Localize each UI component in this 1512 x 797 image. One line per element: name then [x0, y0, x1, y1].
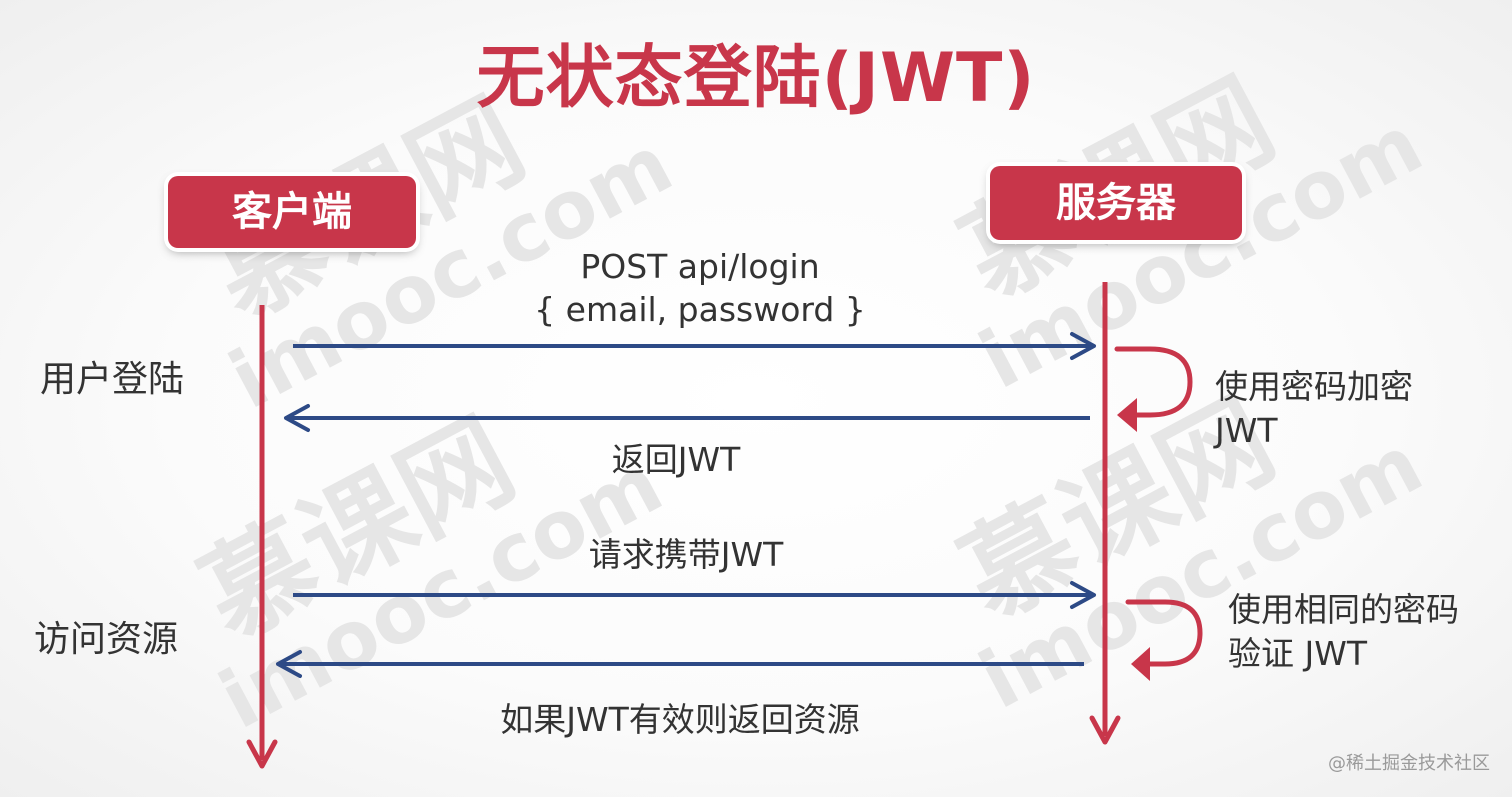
login-response-label: 返回JWT	[611, 440, 741, 479]
sign-jwt-note: 使用密码加密 JWT	[1215, 365, 1413, 453]
login-request-label-line1: POST api/login	[580, 247, 820, 286]
login-request-arrow	[293, 332, 1096, 360]
phase-access-label: 访问资源	[34, 619, 179, 660]
source-credit: @稀土掘金技术社区	[1328, 753, 1490, 774]
client-actor-box: 客户端	[168, 176, 416, 248]
server-lifeline	[1089, 282, 1121, 745]
login-response-arrow	[284, 404, 1090, 432]
page-title: 无状态登陆(JWT)	[476, 39, 1036, 118]
access-request-label: 请求携带JWT	[588, 535, 784, 574]
verify-jwt-self-loop	[1125, 599, 1203, 681]
sign-jwt-note-line1: 使用密码加密	[1215, 367, 1413, 406]
login-request-label-line2: { email, password }	[534, 290, 866, 329]
verify-jwt-note-line2: 验证 JWT	[1228, 634, 1368, 673]
phase-login-label: 用户登陆	[40, 359, 185, 400]
sign-jwt-note-line2: JWT	[1215, 411, 1278, 450]
client-lifeline	[246, 305, 278, 769]
server-actor-box: 服务器	[990, 166, 1242, 240]
verify-jwt-note: 使用相同的密码 验证 JWT	[1228, 588, 1459, 676]
access-response-arrow	[276, 650, 1084, 678]
verify-jwt-note-line1: 使用相同的密码	[1228, 590, 1459, 629]
access-response-label: 如果JWT有效则返回资源	[500, 700, 860, 739]
sign-jwt-self-loop	[1114, 346, 1193, 432]
access-request-arrow	[293, 581, 1096, 609]
